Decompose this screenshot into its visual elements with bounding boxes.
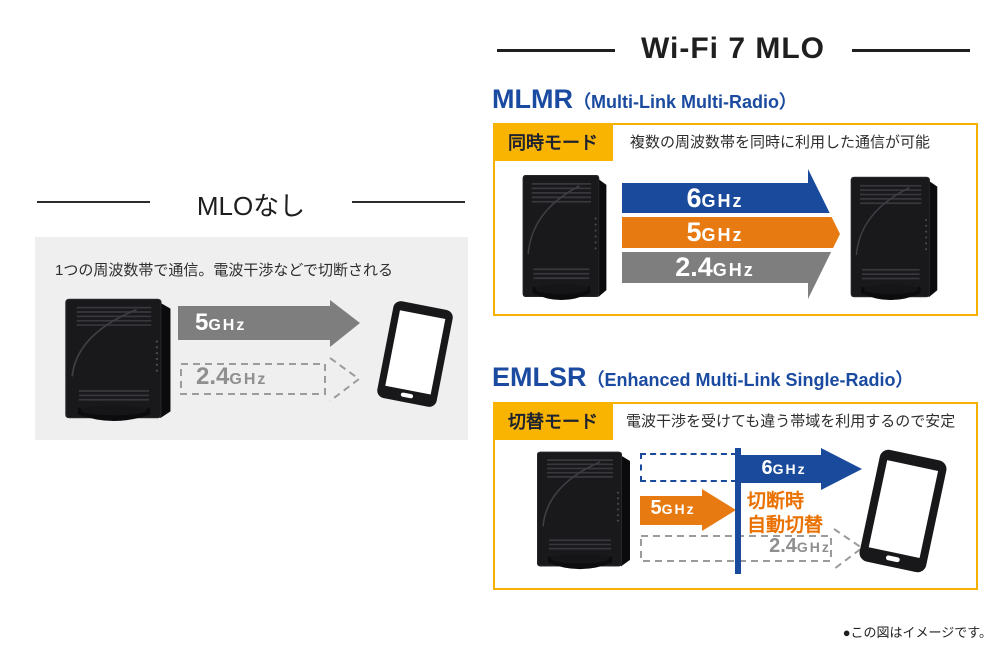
mlmr-caption: 複数の周波数帯を同時に利用した通信が可能	[630, 134, 931, 151]
image-disclaimer: ●この図はイメージです。	[842, 625, 992, 640]
auto-switch-note-line2: 自動切替	[747, 514, 824, 536]
page-title: Wi-Fi 7 MLO	[640, 32, 826, 65]
emlsr-subtitle: （Enhanced Multi-Link Single-Radio）	[586, 370, 914, 390]
band-label-24ghz: 2.4GHz	[675, 252, 755, 282]
arrow-5ghz-solid	[640, 489, 736, 531]
band-label-24ghz: 2.4GHz	[196, 363, 268, 390]
band-label-5ghz: 5GHz	[195, 309, 247, 336]
arrow-6ghz-solid	[741, 448, 862, 490]
arrow-24ghz-dashed	[180, 357, 361, 402]
wifi-router-icon	[848, 173, 941, 302]
arrow-5ghz-solid	[178, 300, 360, 347]
band-label-5ghz: 5GHz	[650, 497, 696, 519]
title-rule-left	[497, 49, 615, 52]
title-rule-right	[852, 49, 970, 52]
smartphone-icon	[374, 298, 456, 410]
band-label-6ghz: 6GHz	[761, 457, 807, 479]
band-label-6ghz: 6GHz	[686, 183, 744, 213]
mlmr-mode-badge: 同時モード	[493, 123, 613, 161]
emlsr-name: EMLSR	[492, 362, 587, 392]
mlmr-subtitle: （Multi-Link Multi-Radio）	[572, 92, 797, 112]
mlmr-heading: MLMR（Multi-Link Multi-Radio）	[492, 84, 797, 115]
band-label-24ghz: 2.4GHz	[769, 535, 831, 557]
emlsr-panel: 切替モード 電波干渉を受けても違う帯域を利用するので安定 6GHz 5GHz 切…	[493, 402, 978, 590]
no-mlo-rule-right	[352, 201, 465, 203]
emlsr-heading: EMLSR（Enhanced Multi-Link Single-Radio）	[492, 362, 914, 393]
band-label-5ghz: 5GHz	[686, 217, 744, 247]
no-mlo-title: MLOなし	[196, 191, 306, 221]
wifi-router-icon	[534, 448, 634, 571]
dashed-rect-6ghz-idle	[640, 453, 737, 482]
mlmr-name: MLMR	[492, 84, 573, 114]
mlmr-panel: 同時モード 複数の周波数帯を同時に利用した通信が可能 6GHz 5GHz 2.4…	[493, 123, 978, 316]
wifi-router-icon	[62, 295, 175, 423]
triple-band-arrow	[622, 169, 840, 299]
no-mlo-caption: 1つの周波数帯で通信。電波干渉などで切断される	[55, 262, 394, 279]
switch-divider-line	[735, 448, 741, 574]
emlsr-mode-badge: 切替モード	[493, 402, 613, 440]
wifi-router-icon	[520, 171, 610, 302]
auto-switch-note-line1: 切断時	[747, 491, 805, 512]
auto-switch-note: 切断時 自動切替	[747, 490, 823, 538]
no-mlo-rule-left	[37, 201, 150, 203]
emlsr-caption: 電波干渉を受けても違う帯域を利用するので安定	[626, 413, 956, 430]
smartphone-icon	[856, 446, 951, 576]
no-mlo-panel: 1つの周波数帯で通信。電波干渉などで切断される 5GHz 2.4GHz	[35, 237, 468, 440]
